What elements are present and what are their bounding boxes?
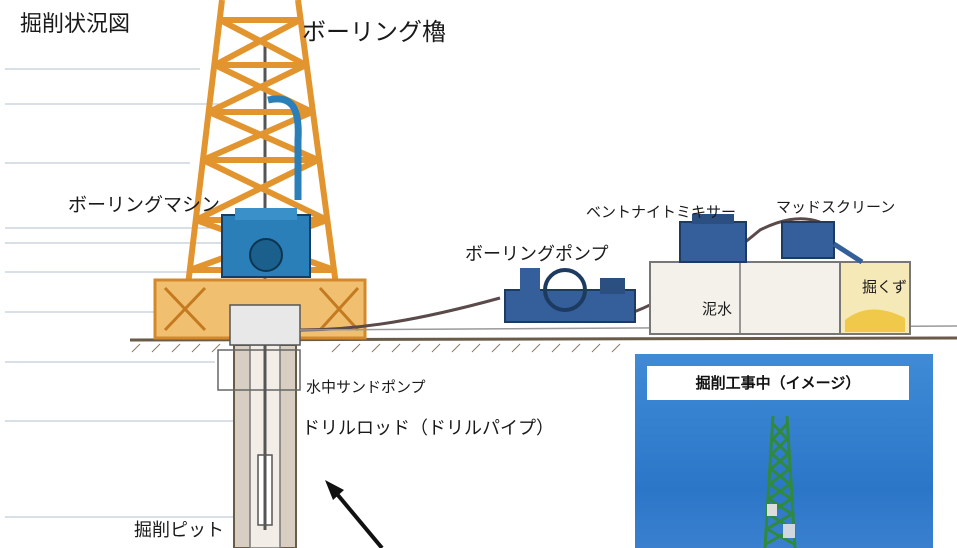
label-pit: 掘削ピット <box>134 520 224 541</box>
photo-caption: 掘削工事中（イメージ） <box>647 366 909 400</box>
label-derrick: ボーリング櫓 <box>302 18 446 46</box>
label-bentonite-mixer: ベントナイトミキサー <box>586 203 737 221</box>
boring-machine <box>221 208 311 278</box>
label-drill-rod: ドリルロッド（ドリルパイプ） <box>302 418 554 439</box>
swivel-hose <box>267 95 302 200</box>
diagram-title: 掘削状況図 <box>20 12 131 37</box>
substructure <box>153 278 367 346</box>
label-boring-pump: ボーリングポンプ <box>465 244 609 265</box>
label-mud-screen: マッドスクリーン <box>776 198 896 216</box>
boring-pump <box>504 268 636 323</box>
mud-screen <box>781 221 864 265</box>
left-leader-lines <box>5 68 245 518</box>
derrick-tower <box>185 0 339 286</box>
label-cuttings: 掘くず <box>862 278 908 296</box>
bore-hole <box>217 344 301 548</box>
bentonite-mixer <box>679 214 747 263</box>
construction-photo: 掘削工事中（イメージ） <box>635 354 933 548</box>
callout-arrow <box>325 480 384 548</box>
label-submersible-pump: 水中サンドポンプ <box>306 378 426 396</box>
label-boring-machine: ボーリングマシン <box>68 194 221 216</box>
photo-tower <box>763 415 797 548</box>
ground-hatch <box>131 343 621 353</box>
mud-tank <box>649 261 911 335</box>
label-mud-water: 泥水 <box>702 300 733 318</box>
